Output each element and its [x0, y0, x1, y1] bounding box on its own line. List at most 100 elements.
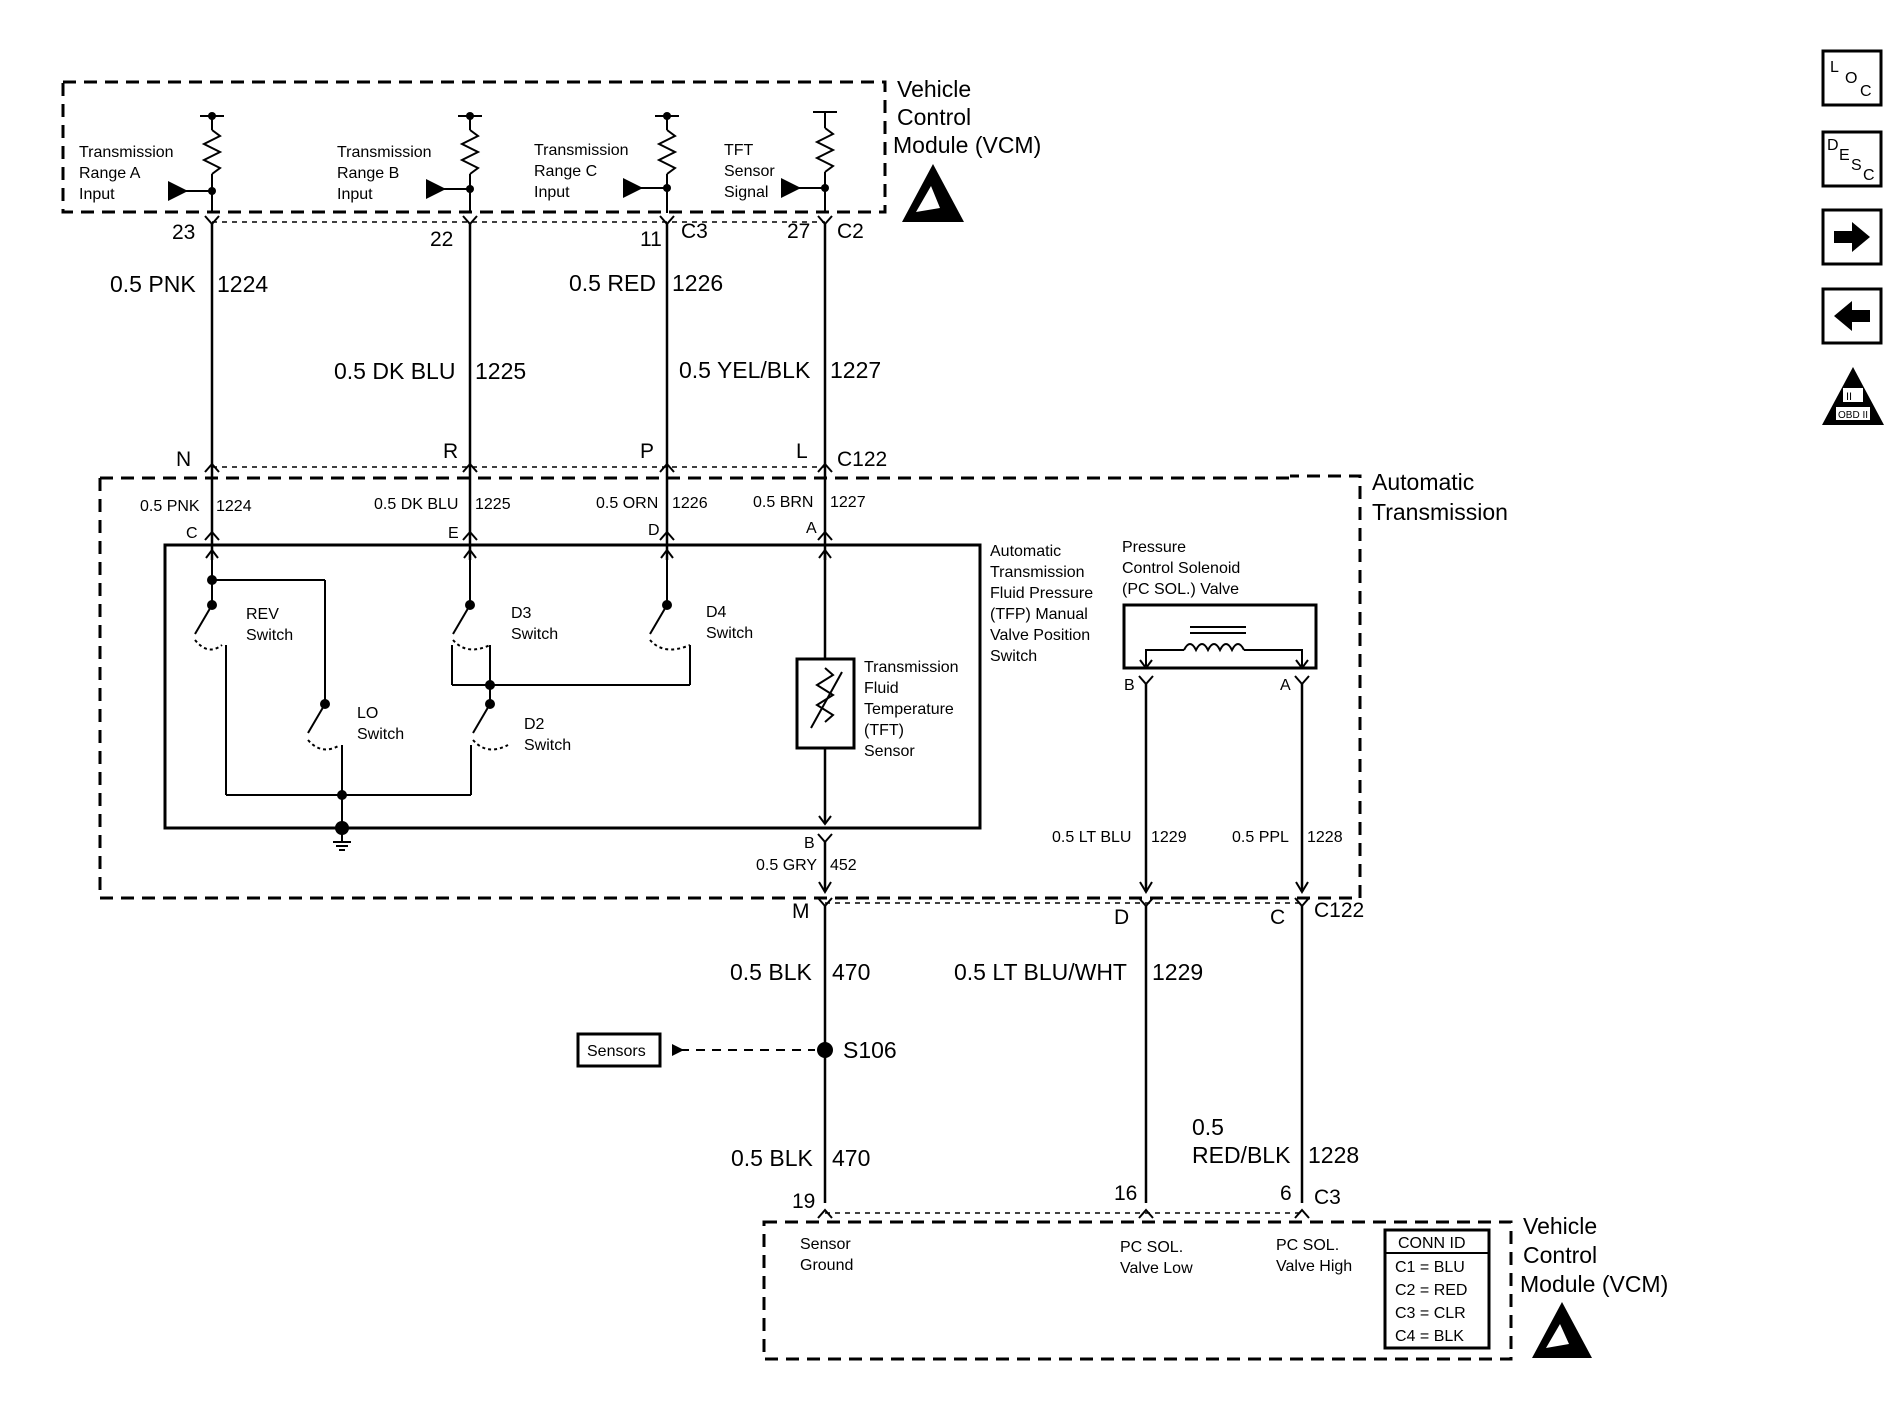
- wire-label-1224-color: 0.5 PNK: [110, 271, 196, 297]
- tfp-pin-c: C: [186, 525, 198, 542]
- conn-id-row-4: C4 = BLK: [1395, 1328, 1464, 1345]
- sol-wire-1229-color: 0.5 LT BLU: [1052, 829, 1131, 846]
- vcm-bottom-title-1: Vehicle: [1523, 1213, 1597, 1239]
- obd-ii-top: II: [1846, 391, 1852, 403]
- vcm-bottom-title-3: Module (VCM): [1520, 1271, 1668, 1297]
- wire-label-1228-lower-color-2: RED/BLK: [1192, 1142, 1291, 1168]
- pc-pin-a: A: [1280, 677, 1291, 694]
- vcm-top-module: Vehicle Control Module (VCM): [61, 76, 1041, 222]
- connector-c3-top: C3: [681, 220, 708, 243]
- vcm-label-pc-low-2: Valve Low: [1120, 1260, 1193, 1277]
- tft-label-5: Sensor: [864, 743, 915, 760]
- lo-switch-label-2: Switch: [357, 726, 404, 743]
- pin-11: 11: [640, 228, 662, 251]
- ground-icon: [333, 821, 351, 851]
- wire-label-470-circuit-upper: 470: [832, 959, 870, 985]
- int-wire-1227-circuit: 1227: [830, 494, 866, 511]
- desc-letter-e: E: [1839, 147, 1850, 164]
- conn-id-row-1: C1 = BLU: [1395, 1259, 1465, 1276]
- esd-warning-icon-bottom: [1532, 1302, 1592, 1358]
- vcm-label-pc-high-1: PC SOL.: [1276, 1237, 1339, 1254]
- loc-button[interactable]: L O C: [1821, 49, 1883, 107]
- int-wire-1226-color: 0.5 ORN: [596, 495, 658, 512]
- wire-label-1227-circuit: 1227: [830, 357, 881, 383]
- tfp-pin-marks: [204, 530, 833, 541]
- c122-pin-r: R: [443, 440, 458, 463]
- tfp-pin-b: B: [804, 835, 815, 852]
- pc-label-3: (PC SOL.) Valve: [1122, 581, 1239, 598]
- desc-button[interactable]: D E S C: [1821, 130, 1883, 188]
- input-label-range-b-1: Transmission: [337, 144, 432, 161]
- tfp-label-6: Switch: [990, 648, 1037, 665]
- input-label-range-c-3: Input: [534, 184, 570, 201]
- c122-pin-m: M: [792, 900, 810, 923]
- svg-text:Vehicle: Vehicle: [897, 76, 971, 102]
- input-label-tft-3: Signal: [724, 184, 768, 201]
- tft-label-2: Fluid: [864, 680, 899, 697]
- vcm-top-title-2: Control: [897, 104, 971, 130]
- c122-pin-l: L: [796, 440, 808, 463]
- conn-id-row-3: C3 = CLR: [1395, 1305, 1466, 1322]
- tft-label-1: Transmission: [864, 659, 959, 676]
- arrow-left-icon: [1834, 301, 1870, 331]
- input-label-tft-1: TFT: [724, 142, 754, 159]
- wire-label-1225-circuit: 1225: [475, 358, 526, 384]
- vcm-bottom-title-2: Control: [1523, 1242, 1597, 1268]
- tft-label-4: (TFT): [864, 722, 904, 739]
- obd-ii-button[interactable]: II OBD II: [1822, 367, 1884, 425]
- loc-letter-o: O: [1845, 70, 1857, 87]
- c122-pin-c: C: [1270, 906, 1285, 929]
- vcm-label-sensor-ground-1: Sensor: [800, 1236, 851, 1253]
- rev-switch-label-2: Switch: [246, 627, 293, 644]
- wire-label-1224-circuit: 1224: [217, 271, 268, 297]
- obd-ii-bottom: OBD II: [1838, 410, 1868, 421]
- prev-arrow-button[interactable]: [1821, 287, 1883, 345]
- conn-id-row-2: C2 = RED: [1395, 1282, 1467, 1299]
- loc-letter-l: L: [1830, 59, 1839, 76]
- next-arrow-button[interactable]: [1821, 208, 1883, 266]
- vcm-bottom-pin-marks: [817, 1208, 1310, 1219]
- tfp-pin-d: D: [648, 522, 660, 539]
- int-wire-1226-circuit: 1226: [672, 495, 708, 512]
- sensors-ref-label: Sensors: [587, 1043, 646, 1060]
- connector-c2-top: C2: [837, 220, 864, 243]
- vcm-bottom-connector: C3: [1314, 1186, 1341, 1209]
- c122-top-pin-marks: [204, 462, 833, 473]
- wire-label-470-color-upper: 0.5 BLK: [730, 959, 812, 985]
- lo-switch-label-1: LO: [357, 705, 378, 722]
- int-wire-1227-color: 0.5 BRN: [753, 494, 813, 511]
- d3-switch-label-2: Switch: [511, 626, 558, 643]
- pc-pin-b: B: [1124, 677, 1135, 694]
- input-label-range-c-1: Transmission: [534, 142, 629, 159]
- vcm-label-sensor-ground-2: Ground: [800, 1257, 853, 1274]
- splice-s106: [672, 1042, 833, 1058]
- vcm-label-pc-low-1: PC SOL.: [1120, 1239, 1183, 1256]
- sol-wire-1228-color: 0.5 PPL: [1232, 829, 1289, 846]
- d2-switch-label-1: D2: [524, 716, 545, 733]
- sol-wire-1228-circuit: 1228: [1307, 829, 1343, 846]
- svg-text:Module (VCM): Module (VCM): [893, 132, 1041, 158]
- ground-wire-color: 0.5 GRY: [756, 857, 817, 874]
- esd-warning-icon: [902, 164, 964, 222]
- svg-text:Control: Control: [897, 104, 971, 130]
- pc-label-2: Control Solenoid: [1122, 560, 1240, 577]
- wire-label-1228-lower-color-1: 0.5: [1192, 1114, 1224, 1140]
- tfp-switch-box: [163, 543, 982, 830]
- vcm-bottom-module: Sensor Ground PC SOL. Valve Low PC SOL. …: [762, 1213, 1668, 1361]
- switch-network: [194, 548, 691, 828]
- input-label-range-c-2: Range C: [534, 163, 597, 180]
- vcm-input-tft-signal: [781, 111, 837, 213]
- sensors-ref-button[interactable]: Sensors: [576, 1032, 662, 1068]
- desc-letter-c: C: [1863, 167, 1875, 184]
- c122-top-connector: C122: [837, 448, 887, 471]
- tfp-label-3: Fluid Pressure: [990, 585, 1093, 602]
- int-wire-1224-color: 0.5 PNK: [140, 498, 200, 515]
- pin-23: 23: [172, 221, 195, 244]
- tfp-label-4: (TFP) Manual: [990, 606, 1088, 623]
- vcm-input-range-b: [426, 112, 482, 213]
- d2-switch-label-2: Switch: [524, 737, 571, 754]
- input-label-range-a-3: Input: [79, 186, 115, 203]
- vcm-pin-16: 16: [1114, 1182, 1137, 1205]
- wire-label-1228-lower-circuit: 1228: [1308, 1142, 1359, 1168]
- wire-label-1226-circuit: 1226: [672, 270, 723, 296]
